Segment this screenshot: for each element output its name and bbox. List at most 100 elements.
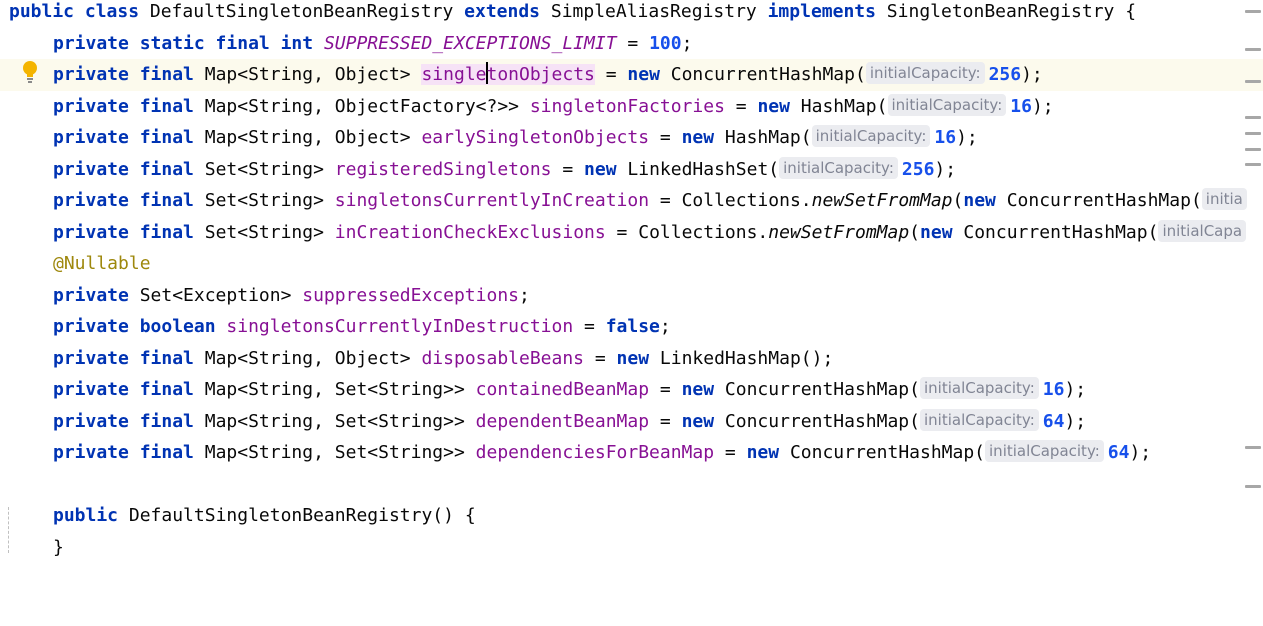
type-name: Set<Exception> (128, 284, 303, 306)
annotation: @Nullable (53, 253, 151, 274)
operator: = Collections. (605, 221, 769, 243)
code-line-field[interactable]: private final Set<String> registeredSing… (0, 154, 1263, 186)
constructor-call: ConcurrentHashMap( (714, 410, 920, 432)
operator: = (649, 127, 682, 148)
field-name: disposableBeans (421, 347, 585, 369)
open-paren: ( (952, 190, 964, 211)
code-line-field[interactable]: private final Set<String> inCreationChec… (0, 217, 1263, 249)
stripe-marker[interactable] (1245, 485, 1261, 488)
closing-paren: ); (934, 158, 957, 180)
semicolon: ; (681, 32, 693, 54)
operator: = (551, 158, 585, 180)
code-line-field[interactable]: private final Map<String, ObjectFactory<… (0, 91, 1263, 123)
code-line-field[interactable]: private Set<Exception> suppressedExcepti… (0, 280, 1263, 312)
closing-paren: ); (1064, 410, 1087, 432)
field-name: dependenciesForBeanMap (475, 442, 715, 463)
closing-paren: ); (1129, 442, 1152, 463)
operator: = (714, 442, 747, 463)
semicolon: ; (519, 284, 530, 306)
stripe-marker[interactable] (1245, 148, 1261, 151)
code-editor[interactable]: public class DefaultSingletonBeanRegistr… (0, 0, 1263, 571)
type-name: Map<String, Object> (193, 64, 422, 85)
code-line-closing-brace[interactable]: } (0, 532, 1263, 564)
superclass-name: SimpleAliasRegistry (540, 1, 768, 22)
field-name: inCreationCheckExclusions (334, 221, 606, 243)
number-literal: 100 (649, 32, 682, 54)
operator: = (594, 64, 628, 85)
code-line-field[interactable]: private final Map<String, Set<String>> d… (0, 437, 1263, 469)
code-line-field[interactable]: private final Map<String, Set<String>> d… (0, 406, 1263, 438)
stripe-marker[interactable] (1245, 163, 1261, 166)
keyword: private final (53, 410, 194, 432)
constant-name: SUPPRESSED_EXCEPTIONS_LIMIT (323, 32, 617, 54)
code-line-class-declaration[interactable]: public class DefaultSingletonBeanRegistr… (0, 0, 1263, 28)
field-name: earlySingletonObjects (421, 127, 650, 148)
constructor-call: ConcurrentHashMap( (995, 190, 1202, 211)
code-line-field[interactable]: private static final int SUPPRESSED_EXCE… (0, 28, 1263, 60)
constructor-call: ConcurrentHashMap( (779, 442, 986, 463)
code-line-current[interactable]: private final Map<String, Object> single… (0, 59, 1263, 91)
type-name: Map<String, ObjectFactory<?>> (193, 95, 530, 117)
code-line-field[interactable]: private final Map<String, Object> dispos… (0, 343, 1263, 375)
open-paren: ( (909, 221, 921, 243)
stripe-marker[interactable] (1245, 116, 1261, 119)
parameter-hint: initialCapacity: (919, 408, 1039, 431)
constructor-call: HashMap( (789, 95, 888, 117)
text-caret (485, 62, 488, 84)
keyword: new (681, 379, 715, 400)
keyword: new (681, 127, 715, 148)
stripe-marker[interactable] (1245, 80, 1261, 83)
code-line-field[interactable]: private final Map<String, Object> earlyS… (0, 122, 1263, 154)
closing-paren: ); (1021, 64, 1043, 85)
keyword: new (920, 221, 953, 243)
type-name: Map<String, Set<String>> (193, 410, 476, 432)
parameter-hint: initialCapacity: (865, 62, 985, 84)
code-line-annotation[interactable]: @Nullable (0, 248, 1263, 280)
keyword: private final (53, 190, 194, 211)
stripe-marker[interactable] (1245, 10, 1261, 13)
operator: = (649, 379, 682, 400)
operator: = Collections. (649, 190, 812, 211)
keyword: private final (53, 442, 194, 463)
type-name: Set<String> (193, 158, 335, 180)
keyword: new (746, 442, 780, 463)
field-name: registeredSingletons (334, 158, 552, 180)
intention-bulb-icon[interactable] (20, 60, 40, 84)
keyword: private (53, 284, 129, 306)
keyword: public (53, 505, 119, 526)
code-line-constructor[interactable]: public DefaultSingletonBeanRegistry() { (0, 500, 1263, 532)
code-line-field[interactable]: private final Set<String> singletonsCurr… (0, 185, 1263, 217)
static-method-call: newSetFromMap (811, 190, 953, 211)
closing-paren: ); (1064, 379, 1087, 400)
closing-brace: } (53, 536, 64, 558)
code-line-field[interactable]: private final Map<String, Set<String>> c… (0, 374, 1263, 406)
keyword: new (584, 158, 617, 180)
type-name: Map<String, Set<String>> (193, 442, 476, 463)
constructor-call: LinkedHashMap(); (649, 347, 834, 369)
field-name-highlighted[interactable]: singletonObjects (421, 62, 595, 85)
parameter-hint: initia (1201, 188, 1247, 210)
stripe-marker[interactable] (1245, 132, 1261, 135)
type-name: Set<String> (193, 190, 335, 211)
field-name: suppressedExceptions (302, 284, 519, 306)
code-line-field[interactable]: private boolean singletonsCurrentlyInDes… (0, 311, 1263, 343)
keyword: private final (53, 95, 194, 117)
constructor-signature: DefaultSingletonBeanRegistry() { (118, 505, 476, 526)
stripe-marker[interactable] (1245, 48, 1261, 51)
interface-name: SingletonBeanRegistry { (875, 1, 1137, 22)
number-literal: 16 (1042, 379, 1065, 400)
constructor-call: ConcurrentHashMap( (714, 379, 920, 400)
error-stripe[interactable] (1243, 0, 1263, 571)
operator: = (584, 347, 617, 369)
keyword: private final (53, 127, 194, 148)
parameter-hint: initialCapacity: (811, 125, 931, 147)
keyword: private final (53, 64, 194, 85)
type-name: Map<String, Object> (193, 347, 422, 369)
field-name: dependentBeanMap (475, 410, 650, 432)
operator: = (724, 95, 758, 117)
fold-marker-icon[interactable] (0, 507, 9, 553)
constructor-call: ConcurrentHashMap( (659, 64, 866, 85)
stripe-marker[interactable] (1245, 446, 1261, 449)
constructor-call: ConcurrentHashMap( (952, 221, 1159, 243)
number-literal: 16 (934, 127, 957, 148)
